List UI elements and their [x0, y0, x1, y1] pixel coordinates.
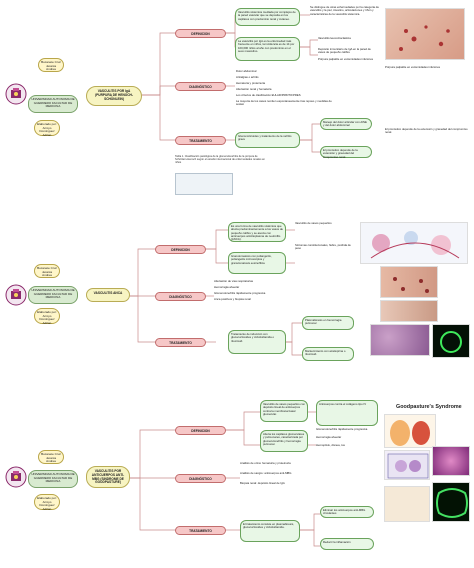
info-text: Hematuria y proteinuria [236, 81, 266, 85]
linear-igg-immunofluorescence [432, 482, 470, 522]
author-box: Elaborado por: Arroyo Dominguez Adrian [34, 494, 60, 510]
university-box: UNIVERSIDAD AUTONOMA DE GUERRERO FACULTA… [28, 470, 78, 488]
author-box: Elaborado por: Arroyo Dominguez Adrian [34, 308, 60, 324]
info-text: Afectación de vías respiratorias [214, 279, 254, 283]
category-diagnostico: DIAGNÓSTICO [155, 292, 206, 301]
info-text: Se distingue de otras enfermedades por l… [310, 5, 379, 16]
category-definicion: DEFINICION [155, 245, 206, 254]
histology-image [370, 324, 430, 356]
info-text: Dolor abdominal [236, 69, 257, 73]
info-box: Anticuerpos contra el colágeno tipo IV [316, 400, 378, 426]
anca-mechanism-image [360, 222, 468, 264]
info-text: Depósito inmunitario de IgA en la pared … [318, 47, 371, 55]
info-box: Es una forma de vasculitis sistémica que… [228, 222, 286, 242]
info-text: Los criterios de clasificación EULAR/PRI… [236, 93, 301, 97]
glomerulus-histology-image [432, 446, 470, 476]
info-text: Anca positivos y biopsia renal [214, 297, 251, 301]
author-box: Bocanete Cruz Jessica Andrea [34, 264, 60, 278]
info-text: Glomerulonefritis rápidamente progresiva [214, 291, 266, 295]
info-text: Glomerulonefritis rápidamente progresiva [316, 427, 368, 431]
university-crest-icon [5, 466, 27, 488]
info-box: Vasculitis sistemica mediada por complej… [235, 8, 300, 26]
section-2: Bocanete Cruz Jessica Andrea UNIVERSIDAD… [0, 200, 474, 390]
renal-section-image [384, 486, 430, 522]
skin-purpura-image [385, 8, 465, 60]
author-box: Bocanete Cruz Jessica Andrea [38, 450, 64, 464]
info-text: Hemoptisis, disnea, tos [316, 443, 345, 447]
lungs-kidney-illustration [384, 414, 436, 448]
info-text: Vasculitis de vasos pequeños [295, 221, 332, 225]
info-box: El tratamiento consiste en plasmaféresis… [240, 520, 300, 542]
university-crest-icon [5, 284, 27, 306]
author-box: Elaborado por: Arroyo Dominguez Adrian [34, 120, 60, 136]
info-box: El pronóstico depende de la extensión y … [320, 146, 372, 158]
info-text: Análisis de orina: hematuria y proteinur… [240, 461, 291, 465]
info-text: Púrpura palpable en extremidades inferio… [318, 57, 374, 61]
university-box: UNIVERSIDAD AUTONOMA DE GUERRERO FACULTA… [28, 95, 78, 113]
topic-title: VASCULITIS POR ANTICUERPOS ANTI-MBG (SIN… [86, 466, 130, 488]
table-caption: Tabla 1. Clasificación patológica de la … [175, 155, 265, 165]
section-1: Bocanete Cruz Jessica Andrea UNIVERSIDAD… [0, 0, 474, 200]
info-box: Reducir la inflamación [320, 538, 374, 550]
info-text: Artralgias o artritis [236, 75, 259, 79]
info-box: Vasculitis de vasos pequeños con depósit… [260, 400, 308, 422]
category-diagnostico: DIAGNÓSTICO [175, 82, 226, 91]
info-text: Análisis de sangre: anticuerpos anti-MBG [240, 471, 292, 475]
category-tratamiento: TRATAMIENTO [175, 136, 226, 145]
classification-table [175, 173, 233, 195]
info-text: Hemorragia alveolar [214, 285, 240, 289]
info-box: Granulomatosis con poliangeítis, poliang… [228, 252, 286, 274]
goodpasture-title: Goodpasture's Syndrome [396, 404, 462, 410]
leg-lesions-image [380, 266, 438, 298]
arm-lesions-image [380, 300, 438, 322]
section-3: Bocanete Cruz Jessica Andrea UNIVERSIDAD… [0, 390, 474, 568]
info-box: La vasculitis por IgA es la enfermedad m… [235, 37, 300, 61]
info-text: La mayoría de los casos remiten espontan… [236, 99, 332, 107]
info-text: Vasculitis leucocitoclastica [318, 36, 351, 40]
info-text: Afectación renal y hematuria [236, 87, 272, 91]
info-box: Tratamiento de inducción con glucocortic… [228, 330, 286, 354]
immunofluorescence-image [432, 324, 470, 358]
university-crest-icon [5, 83, 27, 105]
category-diagnostico: DIAGNÓSTICO [175, 474, 226, 483]
info-box: Afecta los capilares glomerulares y pulm… [260, 430, 308, 452]
category-tratamiento: TRATAMIENTO [175, 526, 226, 535]
info-box: Manejo del dolor articular con AINE y de… [320, 118, 372, 130]
info-box: Plasmaféresis en hemorragia pulmonar [302, 316, 354, 330]
info-box: Mantenimiento con azatioprina o rituxima… [302, 347, 354, 361]
info-box: Glucocorticoides y tratamiento de la nef… [235, 132, 300, 148]
category-definicion: DEFINICION [175, 29, 226, 38]
info-text: Hemorragia alveolar [316, 435, 342, 439]
info-text: Biopsia renal: depósito lineal de IgG [240, 481, 285, 485]
category-definicion: DEFINICION [175, 426, 226, 435]
info-box: Eliminar los anticuerpos anti-MBG circul… [320, 506, 374, 518]
info-text: El pronóstico depende de la extensión y … [385, 127, 468, 135]
topic-title: VASCULITIS POR IgA (PURPURA DE HENOCH-SC… [86, 86, 142, 106]
category-tratamiento: TRATAMIENTO [155, 338, 206, 347]
topic-title: VASCULITIS ANCA [86, 288, 130, 302]
university-box: UNIVERSIDAD AUTONOMA DE GUERRERO FACULTA… [28, 286, 78, 304]
lung-histology-image [384, 450, 430, 480]
info-text: Púrpura palpable en extremidades inferio… [385, 65, 441, 69]
author-box: Bocanete Cruz Jessica Andrea [38, 58, 64, 72]
info-text: Síntomas constitucionales, fiebre, pérdi… [295, 243, 351, 251]
